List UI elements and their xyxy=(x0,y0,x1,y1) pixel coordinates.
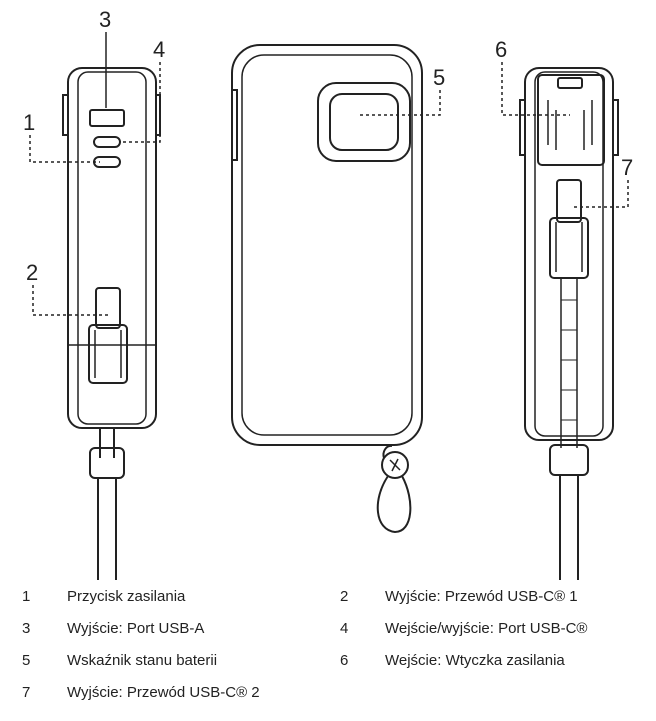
usb-c-cable-plug-2 xyxy=(556,179,582,223)
callout-2: 2 xyxy=(26,260,38,285)
callout-7: 7 xyxy=(621,155,633,180)
right-side-view xyxy=(519,67,619,580)
callout-6: 6 xyxy=(495,37,507,62)
legend-num: 6 xyxy=(340,652,349,669)
power-plug xyxy=(537,74,605,166)
legend-label: Wejście/wyjście: Port USB-C® xyxy=(385,620,588,637)
legend-label: Wyjście: Przewód USB-C® 1 xyxy=(385,588,578,605)
legend-num: 4 xyxy=(340,620,349,637)
callout-lines xyxy=(29,32,629,316)
callout-1: 1 xyxy=(23,110,35,135)
legend-label: Wyjście: Przewód USB-C® 2 xyxy=(67,684,260,701)
back-view xyxy=(231,44,423,534)
usb-a-port xyxy=(89,109,125,127)
legend-num: 7 xyxy=(22,684,31,701)
product-diagram: 3 4 1 2 5 6 7 xyxy=(23,7,633,580)
legend-label: Przycisk zasilania xyxy=(67,588,186,605)
lanyard xyxy=(376,475,412,534)
usb-c-port xyxy=(93,136,121,148)
usb-c-cable-plug-1 xyxy=(95,287,121,329)
callout-4: 4 xyxy=(153,37,165,62)
legend-num: 5 xyxy=(22,652,31,669)
battery-indicator xyxy=(317,82,411,162)
legend-num: 1 xyxy=(22,588,31,605)
legend-num: 2 xyxy=(340,588,349,605)
legend-label: Wejście: Wtyczka zasilania xyxy=(385,652,565,669)
legend-label: Wskaźnik stanu baterii xyxy=(67,652,218,669)
callout-3: 3 xyxy=(99,7,111,32)
callout-5: 5 xyxy=(433,65,445,90)
left-side-view xyxy=(62,67,161,580)
legend-label: Wyjście: Port USB-A xyxy=(67,620,205,637)
legend-num: 3 xyxy=(22,620,31,637)
power-button xyxy=(93,156,121,168)
